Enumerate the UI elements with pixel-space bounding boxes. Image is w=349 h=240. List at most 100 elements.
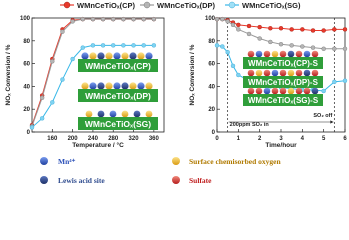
data-point — [80, 16, 85, 22]
data-point — [332, 79, 337, 85]
data-point — [230, 22, 236, 28]
chart-time-xlabel: Time/hour — [265, 142, 297, 149]
data-point — [151, 16, 157, 22]
data-point — [268, 39, 273, 45]
legend-marker-sg — [228, 1, 236, 9]
catalyst-cp-spheres — [81, 52, 153, 60]
data-point — [151, 43, 157, 48]
y-tick-label: 40 — [208, 84, 215, 90]
catalyst-cp-bar — [78, 59, 158, 72]
data-point — [29, 125, 35, 130]
data-point — [50, 100, 55, 105]
legend-item-sg: WMnCeTiOₓ(SG) — [225, 1, 301, 10]
catalyst-sg-box: WMnCeTiOₓ(SG) — [78, 110, 158, 130]
catalyst-sg-s-bar — [243, 57, 323, 69]
catalyst-dp-s-bar — [243, 76, 323, 88]
x-tick-label: 4 — [301, 136, 305, 142]
x-tick-label: 5 — [322, 136, 326, 142]
data-point — [321, 88, 326, 94]
catalyst-sg-s-spheres — [247, 50, 319, 58]
catalyst-dp-s-label: WMnCeTiOₓ(DP)-S — [248, 78, 319, 87]
legend-label-cp: WMnCeTiOₓ(CP) — [77, 1, 136, 10]
chart-temperature-frame — [31, 17, 165, 133]
data-point — [332, 27, 337, 32]
catalyst-cp-s-bar — [243, 94, 323, 106]
x-tick-label: 3 — [279, 136, 283, 142]
key-sulfate-label: Sulfate — [189, 176, 212, 185]
key-item-oxygen: Surface chemisorbed oxygen — [172, 157, 281, 166]
data-point — [70, 19, 75, 24]
data-point — [332, 46, 337, 51]
data-point — [111, 43, 116, 48]
data-point — [342, 78, 348, 83]
x-tick-label: 2 — [258, 136, 262, 142]
y-tick-label: 0 — [212, 130, 216, 136]
data-point — [80, 45, 85, 50]
legend: WMnCeTiOₓ(CP) WMnCeTiOₓ(DP) WMnCeTiOₓ(SG… — [60, 1, 301, 10]
x-tick-label: 280 — [108, 136, 119, 142]
data-point — [236, 72, 241, 78]
key: Mn⁴⁺ Surface chemisorbed oxygen Lewis ac… — [40, 157, 281, 185]
y-tick-label: 80 — [208, 39, 215, 45]
data-point — [70, 56, 75, 62]
key-oxygen-label: Surface chemisorbed oxygen — [189, 157, 281, 166]
catalyst-sg-s-box: WMnCeTiOₓ(CP)-S — [243, 50, 323, 69]
y-tick-label: 60 — [208, 62, 215, 68]
key-mn-label: Mn⁴⁺ — [58, 157, 75, 166]
y-tick-label: 0 — [27, 130, 31, 136]
catalyst-dp-s-box: WMnCeTiOₓ(DP)-S — [243, 69, 323, 88]
y-tick-label: 60 — [23, 62, 30, 68]
legend-marker-cp — [63, 1, 71, 9]
data-point — [121, 16, 126, 22]
figure-svg: WMnCeTiOₓ(CP) WMnCeTiOₓ(DP) WMnCeTiOₓ(SG… — [5, 1, 348, 185]
data-point — [321, 46, 326, 51]
catalyst-sg-spheres — [85, 110, 153, 118]
data-point — [300, 27, 305, 32]
catalyst-cp-box: WMnCeTiOₓ(CP) — [78, 52, 158, 72]
data-point — [141, 16, 146, 22]
series-line-0 — [31, 18, 154, 126]
data-point — [60, 77, 65, 82]
catalyst-cp-label: WMnCeTiOₓ(CP) — [85, 61, 151, 71]
catalyst-dp-spheres — [81, 82, 153, 90]
data-point — [246, 31, 252, 37]
catalyst-dp-label: WMnCeTiOₓ(DP) — [85, 91, 151, 101]
x-tick-label: 240 — [88, 136, 99, 142]
x-tick-label: 360 — [149, 136, 160, 142]
data-point — [278, 26, 284, 31]
data-point — [225, 50, 230, 55]
data-point — [141, 43, 146, 48]
catalyst-cp-s-box: WMnCeTiOₓ(SG)-S — [243, 87, 323, 106]
data-point — [60, 29, 65, 34]
catalyst-dp-s-spheres — [247, 69, 319, 77]
key-sulfate-icon — [172, 176, 180, 184]
y-tick-label: 100 — [20, 16, 31, 22]
data-point — [220, 16, 225, 22]
legend-item-cp: WMnCeTiOₓ(CP) — [60, 1, 136, 10]
data-point — [225, 19, 230, 24]
x-tick-label: 200 — [68, 136, 79, 142]
data-point — [310, 28, 316, 33]
chart-temperature-series — [29, 16, 157, 130]
data-point — [257, 36, 262, 41]
data-point — [230, 63, 236, 69]
data-point — [39, 95, 45, 101]
x-tick-label: 1 — [237, 136, 241, 142]
legend-label-sg: WMnCeTiOₓ(SG) — [242, 1, 301, 10]
x-tick-label: 160 — [47, 136, 58, 142]
catalyst-dp-bar — [78, 89, 158, 102]
key-item-sulfate: Sulfate — [172, 176, 212, 185]
catalyst-dp-box: WMnCeTiOₓ(DP) — [78, 82, 158, 102]
marker-label-so2-in: 200ppm SO₂ in — [230, 122, 270, 128]
chart-time-ylabel: NOₓ Conversion / % — [189, 44, 196, 105]
data-point — [236, 22, 241, 28]
data-point — [342, 46, 348, 51]
marker-label-so2-off: SO₂ off — [313, 113, 332, 119]
data-point — [342, 27, 348, 32]
data-point — [39, 116, 45, 121]
series-line-1 — [31, 18, 154, 127]
data-point — [289, 27, 294, 32]
data-point — [50, 59, 55, 64]
data-point — [90, 43, 96, 48]
